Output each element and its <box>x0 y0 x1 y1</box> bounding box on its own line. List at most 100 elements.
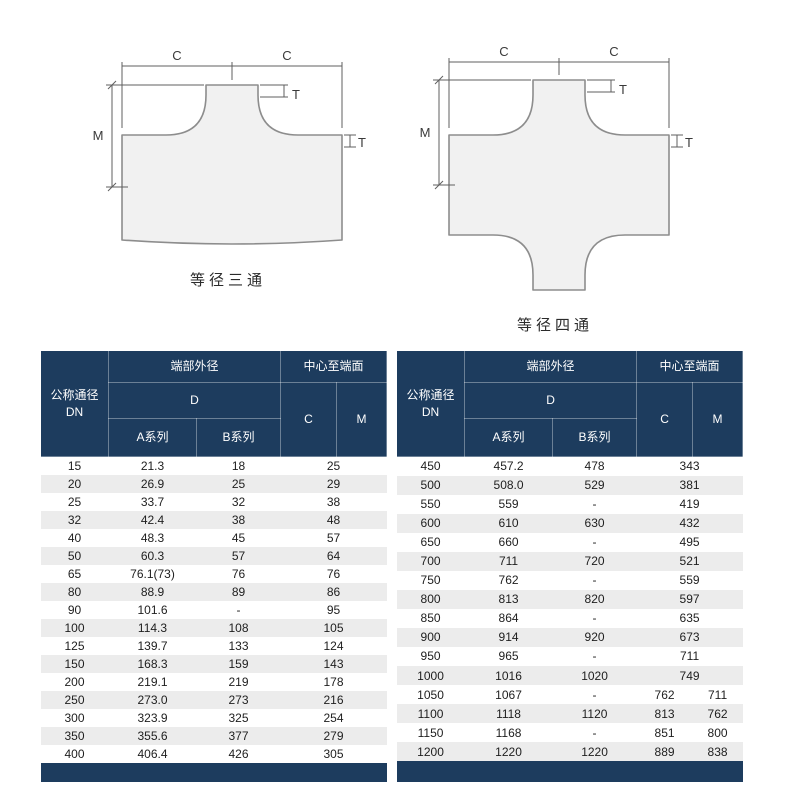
cell-series-a: 559 <box>464 494 553 514</box>
cell-series-a: 355.6 <box>108 726 197 745</box>
cell-series-a: 42.4 <box>108 510 197 529</box>
cell-series-a: 33.7 <box>108 492 197 511</box>
cell-series-b: 57 <box>196 546 281 565</box>
cell-dn: 200 <box>40 672 109 691</box>
cell-series-a: 21.3 <box>108 456 197 475</box>
cell-dn: 700 <box>396 551 465 571</box>
dim-t-branch-lines <box>260 84 288 98</box>
header-c: C <box>280 382 338 457</box>
cell-series-a: 48.3 <box>108 528 197 547</box>
dim-label-t-body: T <box>685 135 693 150</box>
cell-dn: 250 <box>40 690 109 709</box>
cell-c-m: 495 <box>636 532 743 552</box>
cell-c: 813 <box>636 704 693 724</box>
cell-series-b: 18 <box>196 456 281 475</box>
cell-dn: 450 <box>396 456 465 476</box>
cell-series-b: 219 <box>196 672 281 691</box>
header-d: D <box>107 382 282 419</box>
cell-series-b: - <box>552 494 637 514</box>
cell-series-a: 323.9 <box>108 708 197 727</box>
dim-t-body-lines <box>671 134 683 148</box>
cell-series-a: 168.3 <box>108 654 197 673</box>
cell-c-m: 749 <box>636 666 743 686</box>
cell-dn: 65 <box>40 564 109 583</box>
cell-series-a: 1220 <box>464 742 553 762</box>
cell-series-b: 133 <box>196 636 281 655</box>
cell-series-b: 273 <box>196 690 281 709</box>
cell-c: 889 <box>636 742 693 762</box>
dim-label-c-right: C <box>609 44 618 59</box>
dim-label-t-body: T <box>358 135 366 150</box>
header-c: C <box>636 382 694 457</box>
cell-c-m: 29 <box>280 474 387 493</box>
cell-c-m: 711 <box>636 646 743 667</box>
dim-label-t-branch: T <box>619 82 627 97</box>
tee-caption: 等径三通 <box>189 272 266 289</box>
header-end-outer-diameter: 端部外径 <box>107 350 282 383</box>
cell-dn: 15 <box>40 456 109 475</box>
cell-series-a: 219.1 <box>108 672 197 691</box>
cell-series-b: 1120 <box>552 704 637 724</box>
cell-series-b: - <box>196 600 281 619</box>
cell-c-m: 343 <box>636 456 743 476</box>
cell-dn: 350 <box>40 726 109 745</box>
cell-dn: 1200 <box>396 742 465 762</box>
cell-dn: 20 <box>40 474 109 493</box>
dim-label-m: M <box>420 125 431 140</box>
cell-c-m: 76 <box>280 564 387 583</box>
cell-series-a: 711 <box>464 551 553 571</box>
cell-c-m: 25 <box>280 456 387 475</box>
cell-series-a: 508.0 <box>464 475 553 495</box>
cell-dn: 750 <box>396 570 465 590</box>
cell-dn: 550 <box>396 494 465 514</box>
dim-m-lines <box>433 75 531 190</box>
cell-series-b: 820 <box>552 589 637 609</box>
dim-label-c-left: C <box>499 44 508 59</box>
header-dn-line2: DN <box>65 404 84 419</box>
dim-m-lines <box>106 80 204 192</box>
header-dn-line2: DN <box>421 404 440 419</box>
cell-c-m: 597 <box>636 589 743 609</box>
cell-series-a: 406.4 <box>108 744 197 763</box>
cell-series-b: 76 <box>196 564 281 583</box>
cell-c-m: 48 <box>280 510 387 529</box>
cell-series-b: - <box>552 723 637 743</box>
header-dn-line1: 公称通径 <box>50 388 99 403</box>
cell-series-a: 864 <box>464 608 553 628</box>
cell-c-m: 559 <box>636 570 743 590</box>
cell-series-b: - <box>552 532 637 552</box>
cell-series-b: - <box>552 685 637 705</box>
cell-series-b: 38 <box>196 510 281 529</box>
dim-t-branch-lines <box>587 79 615 93</box>
cell-dn: 1050 <box>396 685 465 705</box>
cell-series-b: - <box>552 570 637 590</box>
header-series-a: A系列 <box>464 418 554 457</box>
cell-c-m: 305 <box>280 744 387 763</box>
cell-series-b: 1020 <box>552 666 637 686</box>
cell-m: 800 <box>692 723 743 743</box>
cell-series-a: 1067 <box>464 685 553 705</box>
cell-series-b: - <box>552 608 637 628</box>
cell-c-m: 216 <box>280 690 387 709</box>
cell-dn: 650 <box>396 532 465 552</box>
cell-series-a: 101.6 <box>108 600 197 619</box>
cell-dn: 1100 <box>396 704 465 724</box>
cell-series-a: 26.9 <box>108 474 197 493</box>
